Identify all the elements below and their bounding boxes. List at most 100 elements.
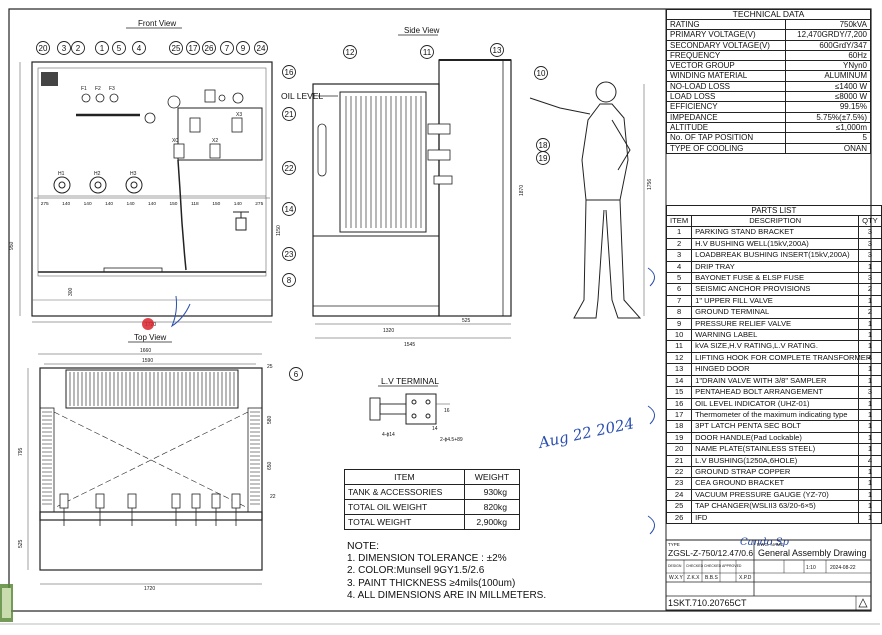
part-description: WARNING LABEL [691,329,860,342]
weight-value: 930kg [463,484,521,500]
weight-item: TANK & ACCESSORIES [344,484,465,500]
tech-value: ONAN [784,142,872,154]
front-spacing-dim: 118 [191,201,199,207]
tech-key: WINDING MATERIAL [666,70,786,82]
sign-label: DESIGN [668,564,682,568]
part-item-no: 22 [665,465,693,479]
part-qty: 1 [858,477,882,490]
title-block: TYPE ZGSL-Z-750/12.47/0.6 DWG. NAME Gene… [665,539,872,611]
warning-triangle-icon [858,598,868,608]
top-compartment [39,511,263,571]
front-callout-circle [236,41,250,55]
top-callout-number: 6 [294,370,299,379]
front-callout-circle [57,41,71,55]
front-callout-circle [254,41,268,55]
svg-text:F3: F3 [109,86,115,92]
tech-key: IMPEDANCE [666,111,786,123]
part-description: 1" UPPER FILL VALVE [691,294,860,308]
handwritten-date: Aug 22 2024 [535,414,635,452]
top-callout-circle [289,367,303,381]
ifd [204,89,216,103]
front-base-dim: 300 [68,287,74,296]
front-spacing-dim: 140 [127,201,135,207]
part-item-no: 17 [665,408,693,422]
front-callout-circle [282,161,296,175]
front-spacing-dim: 275 [255,201,263,207]
side-view: Side View OIL LEVEL 1320 525 1545 1870 1… [281,26,653,348]
lv-terminal-title: L.V TERMINAL [381,376,439,386]
front-cabinet [31,61,273,317]
part-item-no: 15 [665,386,693,399]
side-callout-circle [536,151,550,165]
part-item-no: 24 [665,488,693,502]
tech-value: ≤8000 W [784,91,872,103]
front-spacing-dim: 140 [105,201,113,207]
side-door-bottom-dim: 525 [462,318,471,324]
part-qty: 2 [858,306,882,319]
lv-dim-b: 14 [432,426,438,432]
tech-key: VECTOR GROUP [666,60,786,72]
part-qty: 2 [858,283,882,296]
part-description: DOOR HANDLE(Pad Lockable) [691,431,860,445]
red-review-mark [142,318,154,330]
part-description: IFD [691,511,860,524]
part-qty: 3 [858,272,882,285]
part-item-no: 9 [665,317,693,331]
front-callout-number: 14 [285,205,294,214]
part-item-no: 26 [665,511,693,524]
part-item-no: 4 [665,260,693,274]
top-view-title: Top View [134,333,167,342]
sign-label: APPROVED [722,564,742,568]
top-width-dim-2: 1590 [142,358,153,364]
side-callout-number: 18 [539,141,548,150]
part-description: PARKING STAND BRACKET [691,226,860,239]
part-description: BAYONET FUSE & ELSP FUSE [691,272,860,285]
part-qty: 1 [858,363,882,376]
part-item-no: 20 [665,443,693,456]
signer: Z.K.X [687,575,700,581]
part-item-no: 25 [665,500,693,513]
signer: W.X.Y [669,575,684,581]
top-radiator-fins [69,372,235,406]
part-qty: 1 [858,511,882,524]
top-view: Top View 1660 1590 795 525 1720 25 580 6… [18,333,303,592]
part-description: TAP CHANGER(WSLII3 63/20-6×5) [691,500,860,513]
side-callout-circle [534,66,548,80]
weight-item: TOTAL OIL WEIGHT [344,499,465,515]
approval-stamp [0,584,13,622]
side-door-dim: 1870 [519,185,525,196]
tech-value: 5.75%(±7.5%) [784,111,872,123]
part-qty: 1 [858,340,882,353]
part-description: LIFTING HOOK FOR COMPLETE TRANSFORMER [691,351,871,365]
side-height-dim: 1756 [647,179,653,190]
top-right-dim-3: 650 [267,461,273,470]
front-callout-number: 20 [39,44,48,53]
side-callout-circle [343,45,357,59]
part-description: 1"DRAIN VALVE WITH 3/8" SAMPLER [691,374,860,388]
front-callout-circle [186,41,200,55]
part-qty: 1 [858,465,882,479]
part-description: OIL LEVEL INDICATOR (UHZ-01) [691,397,860,410]
front-callout-number: 21 [285,110,294,119]
pen-mark-parts [647,267,655,287]
part-item-no: 3 [665,249,693,262]
part-description: PRESSURE RELIEF VALVE [691,317,860,331]
